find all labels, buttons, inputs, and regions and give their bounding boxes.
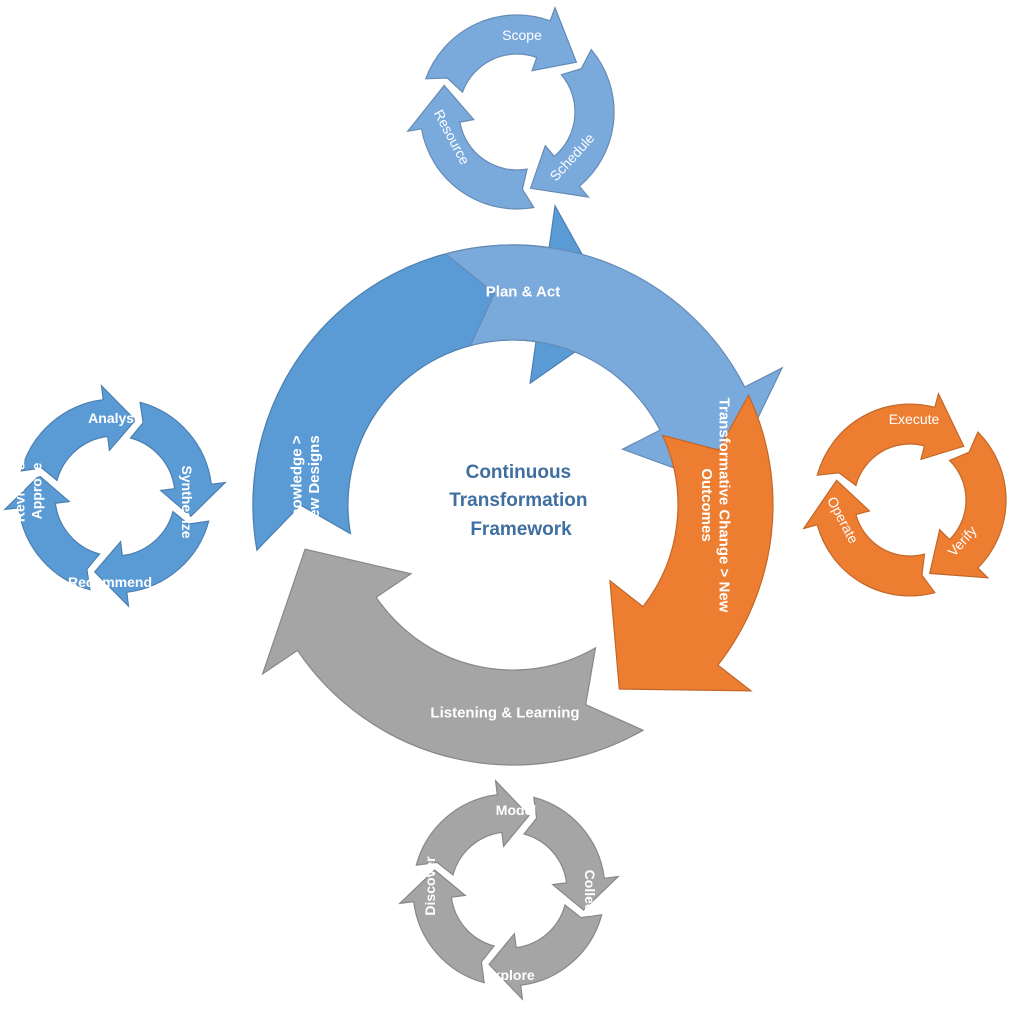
label-listening-learning: Listening & Learning (430, 704, 579, 721)
center-title-line-3: Framework (470, 519, 572, 540)
segment-transformative-change (609, 393, 774, 692)
bottom-arrow-3 (488, 903, 603, 1001)
bottom-arrow-4 (398, 869, 496, 984)
bottom-label-1: Model (496, 802, 536, 818)
label-knowledge-new-designs-line-2: New Designs (306, 435, 323, 528)
label-knowledge-new-designs: Knowledge >New Designs (288, 435, 323, 528)
center-title: Continuous Transformation Framework (449, 462, 593, 540)
bottom-label-4: Discover (422, 856, 438, 916)
label-transformative-change-line-1: Transformative Change > New (716, 398, 733, 613)
left-label-2: Synthesize (179, 465, 195, 538)
top-arrow-2 (529, 48, 615, 198)
label-transformative-change: Transformative Change > NewOutcomes (698, 398, 733, 613)
label-plan-act-line-1: Plan & Act (486, 283, 560, 300)
label-listening-learning-line-1: Listening & Learning (430, 704, 579, 721)
top-label-1: Scope (502, 27, 542, 43)
segment-listening-learning (261, 548, 645, 766)
center-title-line-2: Transformation (449, 490, 587, 511)
right-arrow-1 (816, 391, 965, 487)
bottom-arrow-1 (415, 779, 530, 877)
bottom-arrow-2 (522, 796, 620, 911)
top-arrow-1 (424, 6, 578, 94)
left-label-1: Analyse (88, 410, 142, 426)
left-arrow-4 (3, 474, 101, 591)
bottom-label-3: Explore (483, 967, 535, 983)
right-label-1: Execute (889, 411, 940, 427)
left-label-4: Review &Approve (12, 460, 45, 522)
left-arrow-1 (20, 384, 137, 482)
segment-plan-act (444, 244, 784, 488)
label-transformative-change-line-2: Outcomes (698, 468, 715, 541)
right-arrow-2 (928, 431, 1007, 579)
label-plan-act: Plan & Act (486, 283, 560, 300)
left-label-3: Recommend (68, 574, 152, 590)
left-arrow-3 (93, 510, 210, 608)
center-title-line-1: Continuous (466, 462, 572, 483)
bottom-label-2: Collect (582, 870, 598, 917)
top-arrow-3 (406, 84, 535, 210)
right-arrow-3 (802, 479, 936, 597)
label-knowledge-new-designs-line-1: Knowledge > (288, 435, 305, 528)
left-arrow-2 (129, 401, 227, 518)
